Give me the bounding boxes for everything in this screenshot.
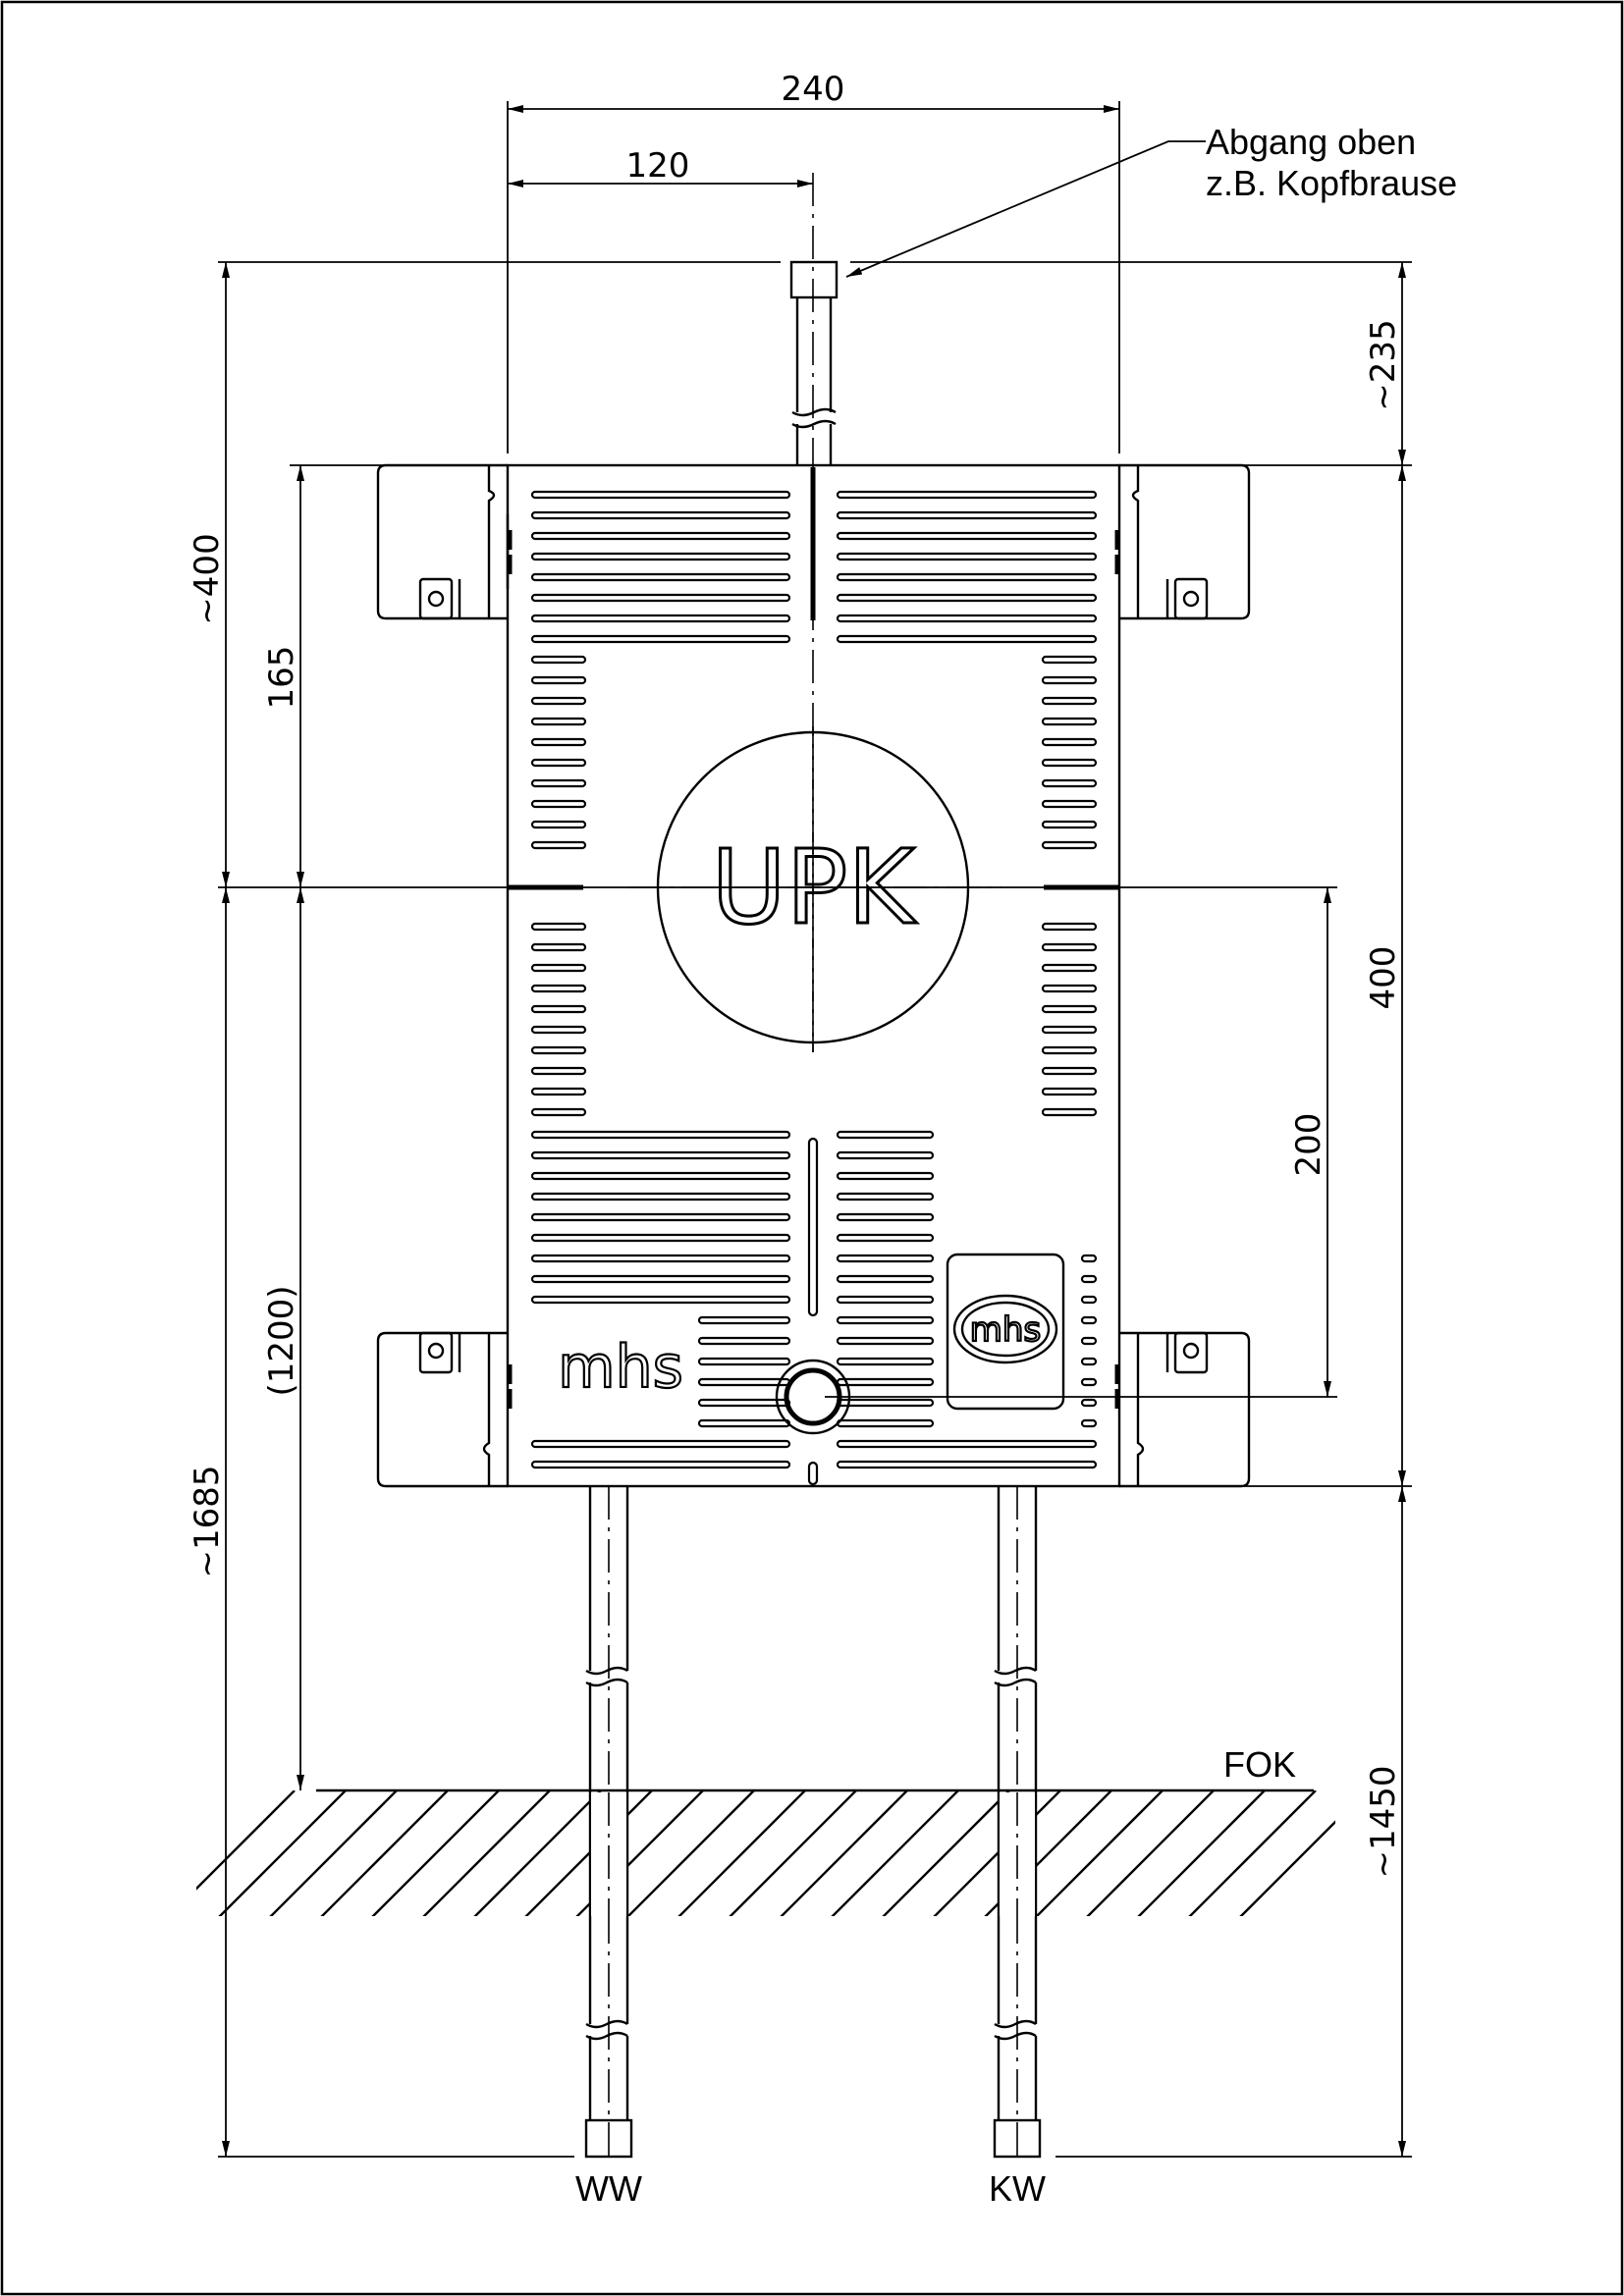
mounting-bracket-top-right [1119,463,1251,620]
dim-height-left-total: ~400 [188,533,227,624]
upk-label: UPK [711,828,917,947]
mounting-bracket-bottom-left [376,1331,508,1488]
mounting-bracket-bottom-right [1119,1331,1251,1488]
dim-height-box: 400 [1364,946,1403,1010]
label-top-outlet-line2: z.B. Kopfbrause [1206,163,1457,203]
dimension-lines [218,101,1412,2158]
warm-water-pipe [584,1486,633,2160]
dim-width-half: 120 [626,146,690,186]
center-vertical-slot [807,1137,819,1317]
finished-floor [196,1789,1335,1916]
dim-height-upper: 165 [262,646,301,710]
dim-height-top-outlet: ~235 [1364,319,1403,410]
dim-height-center-floor: (1200) [262,1285,301,1396]
dim-height-lower: 200 [1289,1113,1328,1177]
brand-badge-text: mhs [970,1310,1041,1350]
housing-side-notches [507,530,1120,1409]
label-top-outlet-line1: Abgang oben [1206,122,1416,162]
dim-width-total: 240 [782,70,845,109]
outlet-ring-icon [775,1359,851,1435]
brand-logo: mhs [558,1333,683,1402]
mounting-bracket-top-left [376,463,510,620]
top-outlet-pipe [789,260,839,465]
label-floor: FOK [1223,1744,1296,1785]
dim-height-center-bottom: ~1685 [188,1465,227,1577]
mhs-oval-logo-icon: mhs [946,1253,1065,1411]
label-cold-water: KW [989,2168,1046,2209]
cold-water-pipe [993,1486,1042,2160]
label-warm-water: WW [575,2168,642,2209]
dim-height-floor-bottom: ~1450 [1364,1765,1403,1878]
